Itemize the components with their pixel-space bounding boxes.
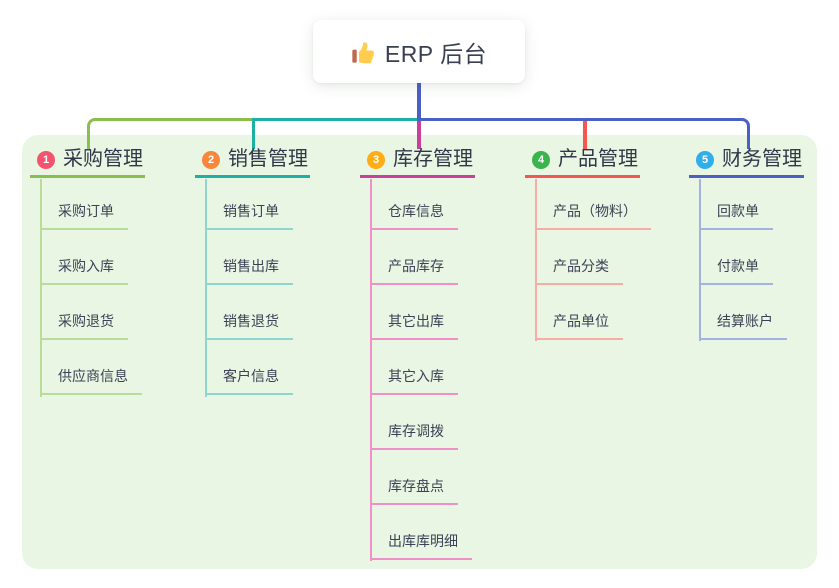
branch-number-badge: 4 [532, 150, 550, 169]
branch-items-connector [535, 179, 537, 341]
root-node[interactable]: ERP 后台 [313, 20, 525, 83]
tree-item[interactable]: 销售出库 [205, 257, 293, 285]
connector-product-drop [583, 120, 587, 149]
branch-title-label: 产品管理 [558, 148, 638, 170]
branch-purchase: 1 采购管理 采购订单 采购入库 采购退货 供应商信息 [30, 147, 200, 397]
branch-finance: 5 财务管理 回款单 付款单 结算账户 [689, 147, 839, 341]
branch-number-badge: 5 [696, 150, 714, 169]
connector-inventory-drop [417, 120, 421, 149]
tree-item[interactable]: 销售订单 [205, 202, 293, 230]
branch-items-connector [40, 179, 42, 397]
tree-item[interactable]: 采购订单 [40, 202, 128, 230]
tree-item[interactable]: 采购退货 [40, 312, 128, 340]
branch-sales: 2 销售管理 销售订单 销售出库 销售退货 客户信息 [195, 147, 365, 397]
tree-item[interactable]: 客户信息 [205, 367, 293, 395]
connector-finance-elbow [417, 118, 751, 149]
tree-item[interactable]: 回款单 [699, 202, 773, 230]
branch-finance-title-row[interactable]: 5 财务管理 [689, 147, 804, 178]
branch-product-title-row[interactable]: 4 产品管理 [525, 147, 640, 178]
branch-sales-title-row[interactable]: 2 销售管理 [195, 147, 310, 178]
branch-number-badge: 3 [367, 150, 385, 169]
branch-items-connector [699, 179, 701, 341]
branch-items-connector [205, 179, 207, 397]
branch-title-label: 采购管理 [63, 148, 143, 170]
tree-item[interactable]: 结算账户 [699, 312, 787, 340]
tree-item[interactable]: 采购入库 [40, 257, 128, 285]
tree-item[interactable]: 付款单 [699, 257, 773, 285]
tree-item[interactable]: 产品单位 [535, 312, 623, 340]
tree-item[interactable]: 出库库明细 [370, 532, 472, 560]
branch-product: 4 产品管理 产品（物料） 产品分类 产品单位 [525, 147, 695, 341]
branch-title-label: 销售管理 [228, 148, 308, 170]
tree-item[interactable]: 供应商信息 [40, 367, 142, 395]
branch-title-label: 财务管理 [722, 148, 802, 170]
tree-item[interactable]: 库存调拨 [370, 422, 458, 450]
tree-item[interactable]: 销售退货 [205, 312, 293, 340]
branch-purchase-title-row[interactable]: 1 采购管理 [30, 147, 145, 178]
connector-sales-elbow [251, 118, 420, 149]
branch-title-label: 库存管理 [393, 148, 473, 170]
tree-item[interactable]: 产品（物料） [535, 202, 651, 230]
tree-item[interactable]: 产品分类 [535, 257, 623, 285]
tree-item[interactable]: 产品库存 [370, 257, 458, 285]
branch-items-connector [370, 179, 372, 561]
tree-item[interactable]: 库存盘点 [370, 477, 458, 505]
tree-item[interactable]: 仓库信息 [370, 202, 458, 230]
branch-number-badge: 2 [202, 150, 220, 169]
connector-root-stem [417, 83, 421, 120]
tree-item[interactable]: 其它出库 [370, 312, 458, 340]
tree-item[interactable]: 其它入库 [370, 367, 458, 395]
thumbs-up-icon [352, 41, 374, 63]
branch-inventory-title-row[interactable]: 3 库存管理 [360, 147, 475, 178]
branches-background-panel [22, 135, 817, 569]
branch-inventory: 3 库存管理 仓库信息 产品库存 其它出库 其它入库 库存调拨 库存盘点 出库库… [360, 147, 530, 561]
root-title: ERP 后台 [384, 40, 488, 67]
connector-purchase-elbow [86, 118, 253, 149]
branch-number-badge: 1 [37, 150, 55, 169]
